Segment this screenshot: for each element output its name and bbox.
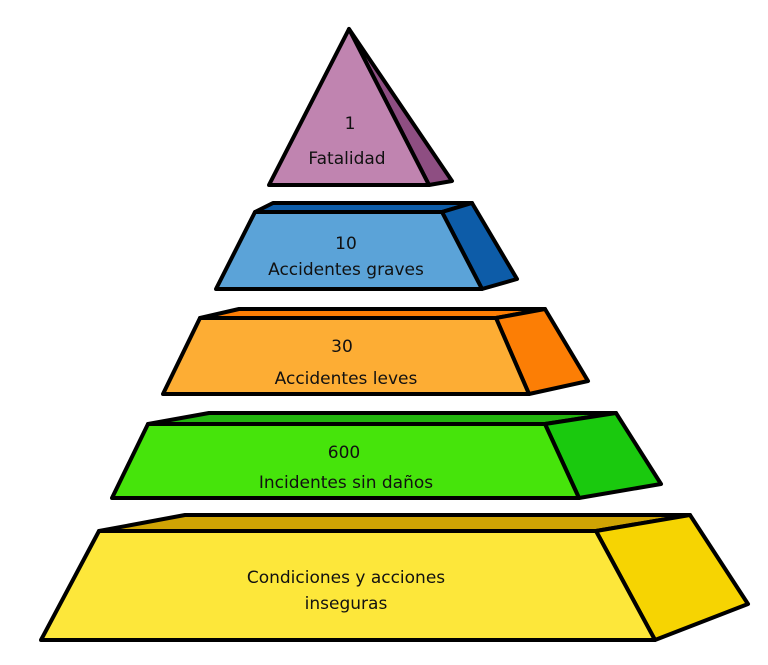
incidents-number: 600 xyxy=(328,443,360,463)
incidents-front-face xyxy=(110,422,581,500)
pyramid-level-fatality: 1 Fatalidad xyxy=(267,27,454,187)
serious-number: 10 xyxy=(335,234,357,254)
serious-front-face xyxy=(214,210,484,291)
minor-front-face xyxy=(161,316,531,396)
conditions-label-line2: inseguras xyxy=(305,594,388,614)
conditions-front-face xyxy=(39,529,657,642)
pyramid-level-incidents: 600 Incidentes sin daños xyxy=(110,411,663,500)
serious-label: Accidentes graves xyxy=(268,260,424,280)
fatality-number: 1 xyxy=(345,114,356,134)
pyramid-level-minor: 30 Accidentes leves xyxy=(161,307,590,396)
conditions-label-line1: Condiciones y acciones xyxy=(247,568,445,588)
minor-number: 30 xyxy=(331,337,353,357)
minor-label: Accidentes leves xyxy=(275,369,418,389)
pyramid-level-serious: 10 Accidentes graves xyxy=(214,201,519,291)
fatality-label: Fatalidad xyxy=(308,149,385,169)
pyramid-level-conditions: Condiciones y acciones inseguras xyxy=(39,513,750,642)
fatality-front-face xyxy=(267,27,431,187)
incidents-label: Incidentes sin daños xyxy=(259,473,433,493)
